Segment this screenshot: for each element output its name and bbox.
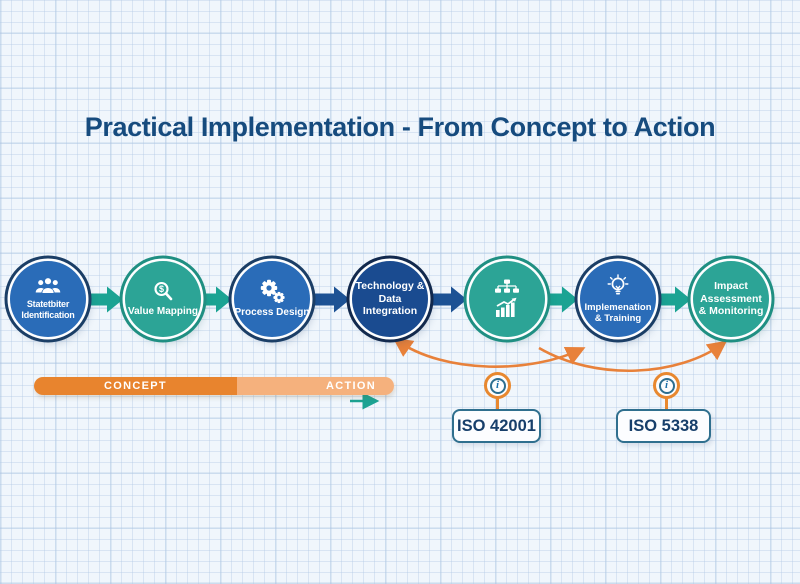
node-stakeholder-identification: Statetbiter Identification — [10, 261, 86, 337]
info-stem — [496, 398, 499, 410]
node-strategy-growth — [469, 261, 545, 337]
flow-arrow-4-5 — [430, 286, 467, 313]
node-label: Statetbiter Identification — [21, 299, 75, 320]
info-stem — [665, 398, 668, 410]
node-process-design: Process Design — [234, 261, 310, 337]
iso-42001-badge: ISO 42001 — [452, 409, 541, 443]
curved-arrow-iso42001 — [392, 337, 586, 369]
page-title: Practical Implementation - From Concept … — [84, 112, 716, 142]
node-label: Technology & Data Integration — [355, 280, 425, 318]
flow-arrow-2-3 — [203, 286, 232, 313]
iso-5338-badge: ISO 5338 — [616, 409, 711, 443]
node-label: Impact Assessment & Monitoring — [698, 280, 764, 318]
info-icon: i — [484, 372, 511, 399]
growth-chart-icon — [494, 297, 520, 317]
concept-action-bar: CONCEPT ACTION — [34, 377, 394, 395]
people-group-icon — [32, 277, 64, 297]
action-segment: ACTION — [237, 377, 394, 395]
info-glyph: i — [658, 377, 675, 394]
info-icon: i — [653, 372, 680, 399]
flow-arrow-6-7 — [658, 286, 691, 313]
info-glyph: i — [489, 377, 506, 394]
node-impact-assessment-monitoring: Impact Assessment & Monitoring — [693, 261, 769, 337]
lightbulb-icon — [606, 274, 630, 300]
node-implementation-training: Implemenation & Training — [580, 261, 656, 337]
node-label: Value Mapping — [127, 306, 198, 318]
node-value-mapping: $ Value Mapping — [125, 261, 201, 337]
flow-arrow-5-6 — [547, 286, 578, 313]
dollar-magnifier-icon: $ — [151, 280, 175, 304]
node-technology-data-integration: Technology & Data Integration — [352, 261, 428, 337]
flow-arrow-1-2 — [88, 286, 123, 313]
svg-text:$: $ — [159, 284, 164, 294]
gears-icon — [257, 279, 287, 305]
node-label: Process Design — [234, 307, 310, 319]
node-label: Implemenation & Training — [584, 301, 652, 324]
flowchart-icon — [491, 279, 523, 295]
flow-arrow-3-4 — [312, 286, 350, 313]
curved-arrow-iso5338 — [538, 340, 728, 373]
concept-segment: CONCEPT — [34, 377, 237, 395]
